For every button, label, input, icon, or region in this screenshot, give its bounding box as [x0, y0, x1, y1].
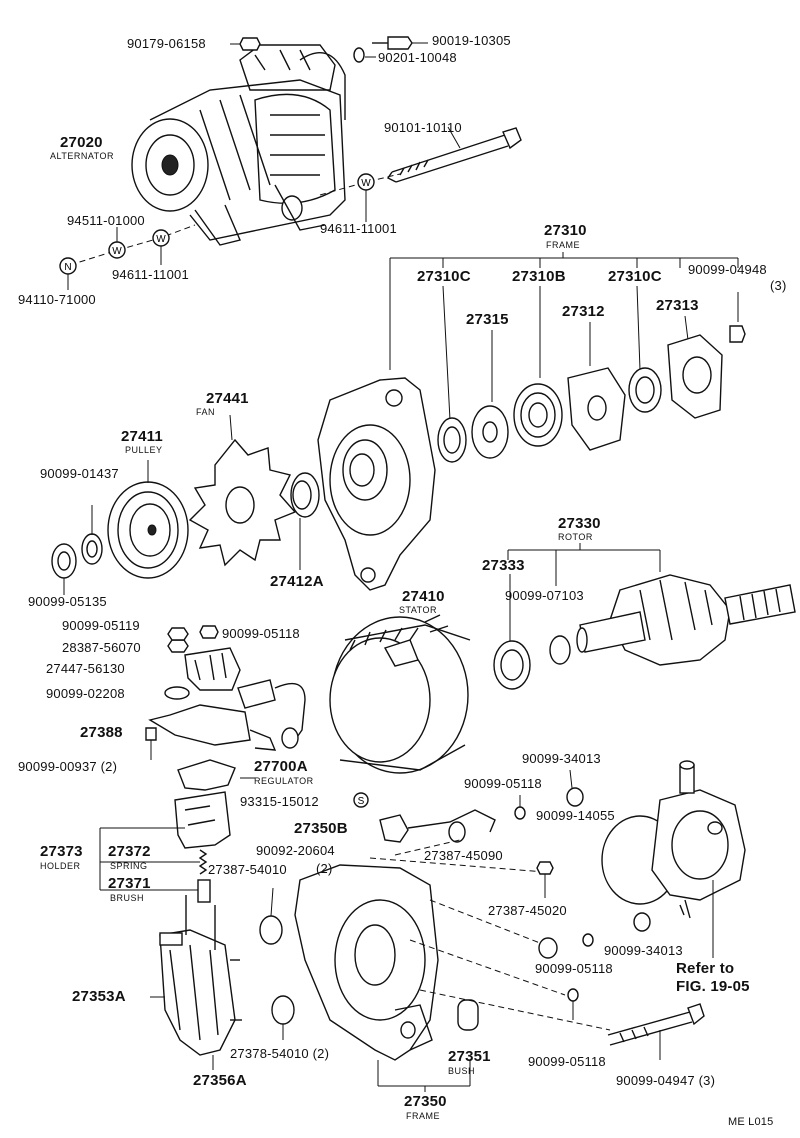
label-holder: HOLDER: [40, 861, 81, 871]
frame-bracket: [389, 252, 739, 421]
label-27378-54010: 27378-54010 (2): [230, 1046, 330, 1061]
label-94511-01000: 94511-01000: [67, 213, 145, 228]
assembly-lines: [369, 839, 611, 1031]
label-frame-top: FRAME: [546, 240, 580, 250]
label-94110-71000: 94110-71000: [18, 292, 96, 307]
nut-glyph: N: [64, 262, 71, 273]
label-27388: 27388: [80, 724, 123, 741]
label-27373: 27373: [40, 843, 83, 860]
label-90099-04947: 90099-04947 (3): [616, 1073, 716, 1088]
label-alternator: ALTERNATOR: [50, 151, 115, 161]
left-washers: W W W N: [59, 173, 401, 290]
label-27313: 27313: [656, 297, 699, 314]
label-90101-10110: 90101-10110: [384, 120, 462, 135]
rotor-drawing: [493, 543, 796, 690]
label-27372: 27372: [108, 843, 151, 860]
label-stator: STATOR: [399, 605, 438, 615]
label-rotor: ROTOR: [558, 532, 593, 542]
label-regulator: REGULATOR: [254, 776, 314, 786]
label-90099-05119: 90099-05119: [62, 618, 140, 633]
label-27310C-b: 27310C: [608, 268, 662, 285]
label-27310B: 27310B: [512, 268, 566, 285]
label-refer-to: Refer to: [676, 960, 735, 977]
label-bush: BUSH: [448, 1066, 476, 1076]
label-90099-34013-b: 90099-34013: [604, 943, 683, 958]
alternator-drawing: [131, 44, 346, 246]
label-90201-10048: 90201-10048: [378, 50, 457, 65]
label-27353A: 27353A: [72, 988, 126, 1005]
label-27315: 27315: [466, 311, 509, 328]
label-pulley: PULLEY: [125, 445, 163, 455]
label-90099-05118-a: 90099-05118: [222, 626, 300, 641]
label-27387-45020: 27387-45020: [488, 903, 567, 918]
label-90099-01437: 90099-01437: [40, 466, 119, 481]
label-27312: 27312: [562, 303, 605, 320]
label-27351: 27351: [448, 1048, 491, 1065]
stator-drawing: [329, 614, 471, 774]
label-90179-06158: 90179-06158: [127, 36, 206, 51]
label-90099-05118-d: 90099-05118: [528, 1054, 606, 1069]
label-94611-11001-left: 94611-11001: [112, 267, 189, 282]
label-27350B: 27350B: [294, 820, 348, 837]
label-93315-15012: 93315-15012: [240, 794, 319, 809]
washer-glyph-1: W: [112, 246, 122, 257]
label-90019-10305: 90019-10305: [432, 33, 511, 48]
label-90092-20604: 90092-20604: [256, 843, 335, 858]
label-90099-00937: 90099-00937 (2): [18, 759, 118, 774]
label-27310C-a: 27310C: [417, 268, 471, 285]
label-frame-bottom: FRAME: [406, 1111, 440, 1121]
label-spring: SPRING: [110, 861, 148, 871]
label-27447-56130: 27447-56130: [46, 661, 125, 676]
drawing-code: ME L015: [728, 1116, 774, 1128]
rear-frame-housing: [294, 809, 496, 1092]
right-hardware: [259, 769, 705, 1060]
label-28387-56070: 28387-56070: [62, 640, 141, 655]
label-qty-3-top: (3): [770, 278, 787, 293]
label-90099-04948: 90099-04948: [688, 262, 767, 277]
label-90099-14055: 90099-14055: [536, 808, 615, 823]
label-27441: 27441: [206, 390, 249, 407]
label-27387-45090: 27387-45090: [424, 848, 503, 863]
label-27333: 27333: [482, 557, 525, 574]
vacuum-pump-drawing: [601, 760, 746, 958]
rectifier-drawing: [150, 895, 242, 1070]
bearing-row: [437, 325, 746, 463]
label-90099-07103: 90099-07103: [505, 588, 584, 603]
label-27700A: 27700A: [254, 758, 308, 775]
label-fig-ref: FIG. 19-05: [676, 978, 750, 995]
label-94611-11001-right: 94611-11001: [320, 221, 397, 236]
label-27412A: 27412A: [270, 573, 324, 590]
label-27371: 27371: [108, 875, 151, 892]
clip-glyph: S: [358, 796, 365, 807]
label-90099-34013-a: 90099-34013: [522, 751, 601, 766]
label-qty-2-mid: (2): [316, 861, 333, 876]
label-27350: 27350: [404, 1093, 447, 1110]
label-90099-05118-b: 90099-05118: [464, 776, 542, 791]
label-27387-54010: 27387-54010: [208, 862, 287, 877]
label-brush: BRUSH: [110, 893, 145, 903]
label-fan: FAN: [196, 407, 216, 417]
top-hardware: [230, 36, 522, 183]
front-frame-housing: [317, 377, 436, 591]
label-27411: 27411: [121, 428, 163, 445]
label-27330: 27330: [558, 515, 601, 532]
label-90099-05118-c: 90099-05118: [535, 961, 613, 976]
label-27020: 27020: [60, 134, 103, 151]
label-90099-05135: 90099-05135: [28, 594, 107, 609]
holder-bracket: [99, 827, 200, 891]
washer-glyph-2: W: [156, 234, 166, 245]
label-27356A: 27356A: [193, 1072, 247, 1089]
regulator-area: S: [145, 625, 369, 903]
pulley-fan-group: [51, 414, 320, 595]
label-27310: 27310: [544, 222, 587, 239]
label-27410: 27410: [402, 588, 445, 605]
label-90099-02208: 90099-02208: [46, 686, 125, 701]
washer-glyph-3: W: [361, 178, 371, 189]
